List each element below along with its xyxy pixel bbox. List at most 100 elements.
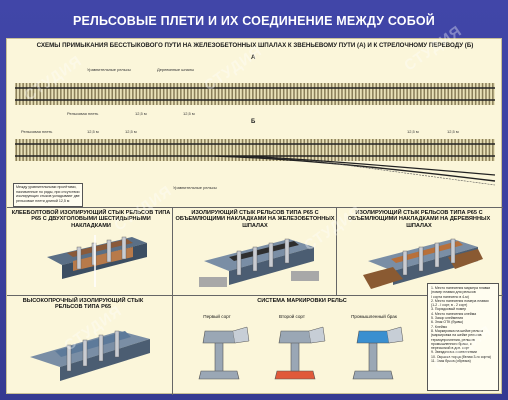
sleeper xyxy=(63,139,66,161)
sleeper xyxy=(97,139,100,161)
sleeper xyxy=(409,83,412,105)
divider-v2 xyxy=(336,207,337,295)
section-title-5: СИСТЕМА МАРКИРОВКИ РЕЛЬС xyxy=(257,298,347,304)
sleeper xyxy=(488,83,491,105)
marking-legend: 1. Место нанесения маркера плавки (номер… xyxy=(427,283,499,391)
sleeper xyxy=(77,139,79,161)
sleeper xyxy=(296,83,299,105)
sleeper xyxy=(228,139,230,161)
sleeper xyxy=(173,83,175,105)
sleeper xyxy=(104,139,107,161)
sleeper xyxy=(125,83,127,105)
poster-title: РЕЛЬСОВЫЕ ПЛЕТИ И ИХ СОЕДИНЕНИЕ МЕЖДУ СО… xyxy=(72,14,435,28)
sleeper xyxy=(101,83,103,105)
sleeper xyxy=(18,83,21,105)
legend-line: 7. Клеймо xyxy=(431,324,448,329)
legend-line: (маркировка на шейке рельсов xyxy=(431,333,482,338)
sleeper xyxy=(286,139,288,161)
sleeper xyxy=(132,83,134,105)
sleeper xyxy=(25,139,28,161)
sleeper xyxy=(186,83,189,105)
sleeper xyxy=(169,83,172,105)
sleeper xyxy=(142,83,144,105)
sleeper xyxy=(327,139,330,161)
sleeper xyxy=(272,83,275,105)
sleeper xyxy=(214,139,216,161)
sleeper xyxy=(231,83,234,105)
sleeper xyxy=(461,139,463,161)
sleeper xyxy=(279,83,282,105)
legend-line: пересылкой в доп. сорт xyxy=(431,346,470,351)
grade-label-2: Второй сорт xyxy=(279,314,305,319)
sleeper xyxy=(416,83,419,105)
sleeper xyxy=(142,139,144,161)
sleeper xyxy=(372,83,374,105)
sleeper xyxy=(372,139,374,161)
sleeper xyxy=(471,83,474,105)
sleeper xyxy=(320,83,323,105)
sleeper xyxy=(207,83,210,105)
sleeper xyxy=(320,139,323,161)
sleeper xyxy=(25,83,28,105)
sleeper xyxy=(478,83,480,105)
sleeper xyxy=(392,139,395,161)
sleeper xyxy=(224,83,227,105)
sleeper xyxy=(197,139,199,161)
sleeper xyxy=(399,139,402,161)
sleeper xyxy=(159,83,162,105)
sleeper xyxy=(440,139,443,161)
label-eq-rails-b: Уравнительные рельсы xyxy=(173,185,217,190)
sleeper xyxy=(166,83,168,105)
sleeper xyxy=(279,139,282,161)
label-length-b3: 12,5 м xyxy=(407,129,419,134)
sleeper xyxy=(162,139,165,161)
sleeper xyxy=(77,83,79,105)
divider-middle xyxy=(7,295,503,296)
track-scheme-a xyxy=(15,83,495,105)
legend-line: термоупрочнения, рельсов xyxy=(431,337,475,342)
sleeper xyxy=(73,83,76,105)
sleeper xyxy=(341,83,343,105)
sleeper xyxy=(176,139,179,161)
legend-line: 1. Место нанесения маркера плавки xyxy=(431,286,491,290)
sleeper xyxy=(481,139,484,161)
legend-line: 5. Зазор клеймения xyxy=(431,316,463,321)
sleeper xyxy=(173,139,175,161)
rail-profile-grade2 xyxy=(274,326,326,380)
sleeper xyxy=(217,83,220,105)
sleeper xyxy=(186,139,189,161)
sleeper xyxy=(282,139,285,161)
sleeper xyxy=(420,83,422,105)
sleeper xyxy=(118,83,120,105)
divider-top xyxy=(7,207,503,208)
legend-line: 8. Маркировка на шейке рельса xyxy=(431,328,483,333)
sleeper xyxy=(132,139,134,161)
sleeper xyxy=(104,83,107,105)
sleeper xyxy=(485,83,487,105)
rail-profile-grade3 xyxy=(352,326,404,380)
sleeper xyxy=(190,139,192,161)
label-rail-string-b: Рельсовая плеть xyxy=(21,129,53,134)
sleeper xyxy=(262,83,264,105)
sleeper xyxy=(241,83,244,105)
sleeper xyxy=(289,139,292,161)
sleeper xyxy=(382,83,384,105)
sleeper xyxy=(265,83,268,105)
sleeper xyxy=(121,139,124,161)
sleeper xyxy=(416,139,419,161)
sleeper xyxy=(73,139,76,161)
sleeper xyxy=(454,139,456,161)
sleeper xyxy=(396,139,398,161)
sleepers-a xyxy=(15,83,495,105)
sleeper xyxy=(128,139,131,161)
sleeper xyxy=(492,139,494,161)
sleeper xyxy=(252,83,254,105)
sleeper xyxy=(341,139,343,161)
sleeper xyxy=(300,83,302,105)
sleeper xyxy=(351,83,354,105)
sleeper xyxy=(32,139,35,161)
sleeper xyxy=(492,83,494,105)
sleeper xyxy=(204,83,206,105)
legend-line: (1-2 - I сорт, в - 2 сорт) xyxy=(431,303,468,308)
sleeper xyxy=(426,139,429,161)
